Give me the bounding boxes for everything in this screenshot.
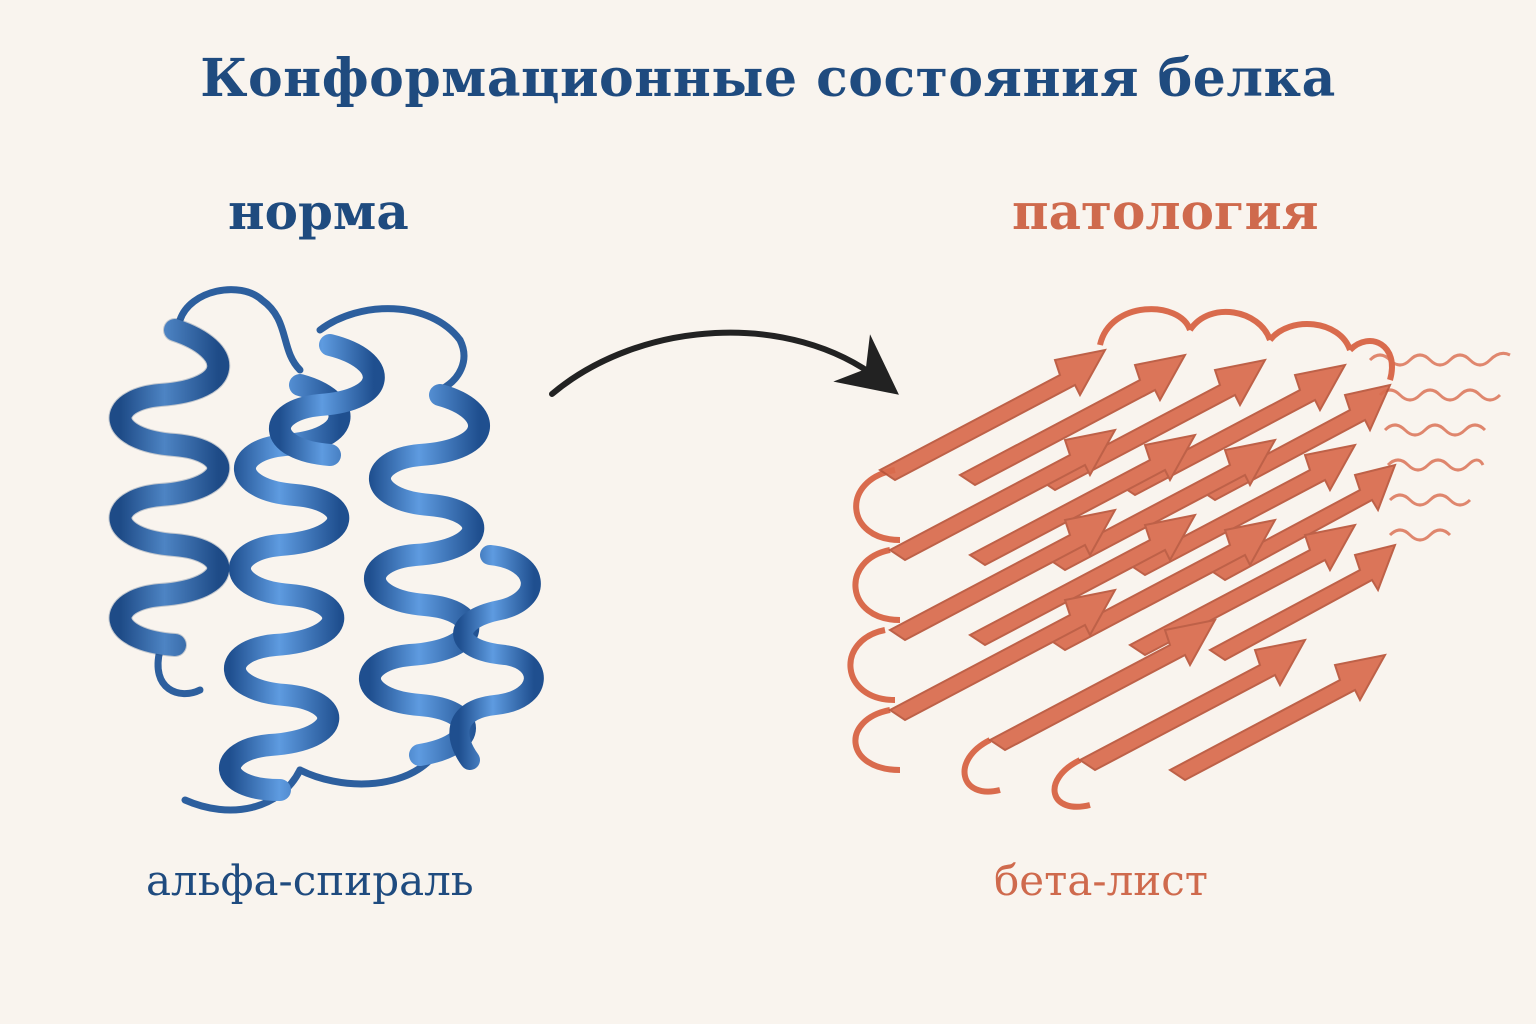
strand-loop bbox=[961, 737, 1001, 795]
beta-strand bbox=[1048, 438, 1277, 572]
beta-sheet-structure bbox=[847, 306, 1511, 810]
beta-strand bbox=[888, 508, 1117, 642]
fibril-tail bbox=[1383, 423, 1487, 437]
strand-loop bbox=[1187, 309, 1273, 342]
helix-ribbon bbox=[219, 374, 351, 801]
beta-strand bbox=[888, 588, 1117, 722]
beta-strand bbox=[888, 428, 1117, 562]
diagram-title: Конформационные состояния белка bbox=[200, 48, 1336, 109]
fibril-tail bbox=[1386, 458, 1485, 472]
beta-strand bbox=[968, 433, 1197, 567]
beta-strand bbox=[1128, 443, 1357, 577]
helix-loop bbox=[176, 286, 304, 374]
fibril-tail bbox=[1388, 528, 1452, 542]
beta-strand bbox=[1208, 543, 1397, 662]
beta-strand bbox=[1078, 638, 1307, 772]
alpha-helix-caption: альфа-спираль bbox=[146, 856, 474, 905]
beta-sheet-caption: бета-лист bbox=[994, 856, 1209, 905]
pathological-state-label: патология bbox=[1012, 182, 1319, 241]
beta-strand bbox=[1168, 653, 1387, 782]
conversion-arrow bbox=[549, 329, 899, 397]
helix-ribbon bbox=[269, 334, 385, 466]
beta-strand bbox=[958, 353, 1187, 487]
beta-strand bbox=[988, 618, 1217, 752]
alpha-helix-structure bbox=[108, 286, 544, 814]
strand-loop bbox=[1267, 321, 1353, 352]
beta-strand bbox=[1048, 518, 1277, 652]
fibril-tail bbox=[1378, 388, 1502, 402]
normal-state-label: норма bbox=[228, 182, 409, 241]
beta-strand bbox=[878, 348, 1107, 482]
strand-loop bbox=[847, 627, 896, 703]
strand-loop bbox=[853, 467, 901, 543]
strand-loop bbox=[852, 707, 901, 773]
strand-loop bbox=[852, 547, 901, 623]
strand-loop bbox=[1051, 757, 1091, 810]
strand-loop bbox=[1097, 306, 1193, 346]
beta-strand bbox=[968, 513, 1197, 647]
helix-loop bbox=[154, 646, 204, 698]
helix-ribbon bbox=[359, 384, 490, 766]
helix-loop bbox=[296, 756, 434, 788]
fibril-tail bbox=[1388, 493, 1472, 507]
helix-ribbon bbox=[449, 545, 544, 770]
helix-loop bbox=[181, 766, 304, 814]
strand-loop bbox=[1347, 338, 1395, 381]
helix-loop bbox=[316, 305, 468, 394]
helix-ribbon bbox=[109, 319, 230, 656]
